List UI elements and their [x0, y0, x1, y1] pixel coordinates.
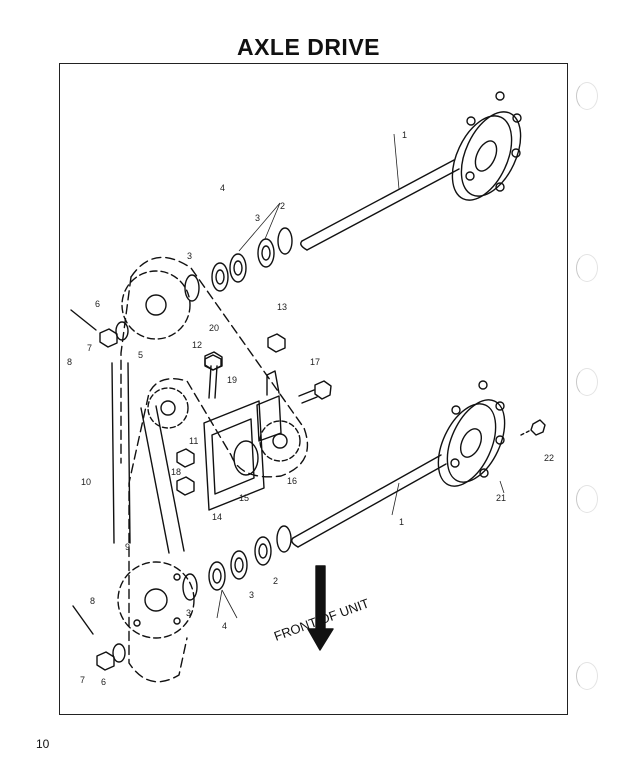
binder-hole: [576, 485, 598, 513]
callout-label: 22: [544, 453, 554, 463]
right-drive-chain: [140, 405, 185, 554]
callout-label: 4: [222, 621, 227, 631]
page-title: AXLE DRIVE: [236, 34, 381, 60]
callout-label: 4: [220, 183, 225, 193]
callout-label: 3: [249, 590, 254, 600]
callout-label: 8: [90, 596, 95, 606]
callout-label: 3: [186, 608, 191, 618]
binder-hole: [576, 82, 598, 110]
upper-large-sprocket: [121, 270, 191, 340]
lower-bearing-stack: [182, 525, 292, 601]
binder-hole: [576, 368, 598, 396]
front-of-unit-arrow: [307, 565, 334, 651]
callout-label: 6: [95, 299, 100, 309]
callout-label: 3: [187, 251, 192, 261]
lower-axle: [291, 380, 546, 548]
page-number: 10: [36, 737, 50, 751]
callout-label: 16: [287, 476, 297, 486]
nuts-and-washers: [96, 321, 286, 671]
callout-label: 13: [277, 302, 287, 312]
callout-label: 7: [80, 675, 85, 685]
tensioner-bracket: [203, 370, 282, 511]
callout-label: 3: [255, 213, 260, 223]
callout-label: 11: [189, 436, 198, 446]
callout-label: 1: [402, 130, 407, 140]
callout-labels: 1 1 2 2 3 3 3 3 4 4 5 6 6 7 7 8 8 9 10 1…: [67, 130, 554, 687]
callout-label: 2: [280, 201, 285, 211]
exploded-parts-diagram: 1 1 2 2 3 3 3 3 4 4 5 6 6 7 7 8 8 9 10 1…: [67, 91, 554, 687]
callout-label: 7: [87, 343, 92, 353]
upper-bearing-stack: [184, 227, 293, 302]
chain-path: [128, 256, 309, 683]
callout-label: 15: [239, 493, 249, 503]
bolts: [70, 309, 332, 635]
callout-label: 18: [171, 467, 181, 477]
binder-hole: [576, 662, 598, 690]
callout-label: 10: [81, 477, 91, 487]
callout-label: 21: [496, 493, 506, 503]
left-drive-chain: [111, 362, 131, 544]
lower-large-sprocket: [117, 561, 195, 639]
callout-label: 2: [273, 576, 278, 586]
callout-label: 1: [399, 517, 404, 527]
idler-sprocket-upper: [147, 387, 189, 429]
callout-label: 17: [310, 357, 320, 367]
callout-label: 9: [125, 542, 130, 552]
callout-label: 5: [138, 350, 143, 360]
callout-label: 8: [67, 357, 72, 367]
callout-label: 12: [192, 340, 202, 350]
callout-label: 19: [227, 375, 237, 385]
binder-hole: [576, 254, 598, 282]
upper-axle: [300, 91, 522, 251]
callout-label: 14: [212, 512, 222, 522]
callout-label: 6: [101, 677, 106, 687]
diagram-frame: [59, 63, 568, 715]
callout-label: 20: [209, 323, 219, 333]
